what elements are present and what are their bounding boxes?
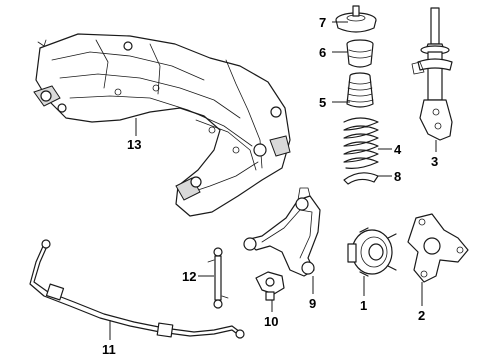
callout-13: 13: [127, 137, 141, 152]
ball-joint: [255, 271, 285, 301]
hub-bearing: [347, 227, 397, 277]
callout-4: 4: [394, 142, 402, 157]
coil-spring: [343, 117, 379, 169]
callout-labels: 7 6 5 4 8 3 1 2 9 10 11 12 13: [102, 15, 438, 357]
callout-11: 11: [102, 342, 116, 357]
callout-1: 1: [360, 298, 367, 313]
callout-7: 7: [319, 15, 326, 30]
callout-10: 10: [264, 314, 278, 329]
steering-knuckle: [407, 213, 469, 283]
callout-12: 12: [182, 269, 196, 284]
callout-9: 9: [309, 296, 316, 311]
lower-control-arm: [243, 187, 321, 277]
stabilizer-bar: [29, 239, 245, 339]
dust-boot: [346, 72, 374, 108]
callout-8: 8: [394, 169, 401, 184]
strut-top-mount: [335, 5, 377, 33]
leader-lines: [109, 21, 437, 340]
bump-stop: [346, 39, 374, 68]
callout-5: 5: [319, 95, 326, 110]
callout-6: 6: [319, 45, 326, 60]
callout-3: 3: [431, 154, 438, 169]
subframe-crossmember: [33, 33, 291, 217]
spring-isolator: [343, 172, 379, 185]
stabilizer-link: [207, 247, 229, 309]
strut-assembly: [411, 7, 453, 141]
callout-2: 2: [418, 308, 425, 323]
